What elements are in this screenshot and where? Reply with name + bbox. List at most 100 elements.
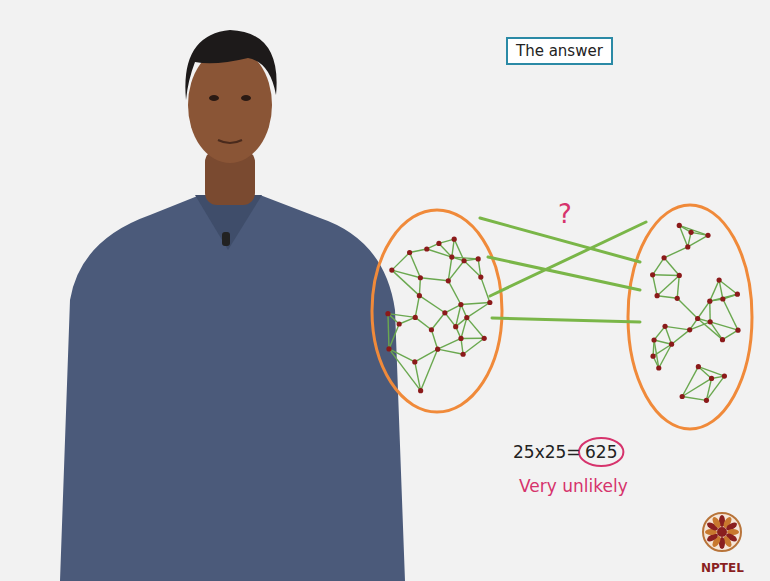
network-link	[431, 330, 437, 349]
network-node	[695, 316, 700, 321]
network-link	[415, 296, 419, 318]
network-link	[452, 239, 454, 257]
network-node	[677, 273, 682, 278]
result-number: 625	[585, 442, 617, 462]
network-node	[442, 310, 447, 315]
network-link	[664, 247, 688, 258]
highlight-circle	[579, 438, 623, 466]
network-link	[438, 349, 463, 354]
network-link	[664, 258, 679, 276]
network-link	[709, 301, 711, 322]
network-link	[456, 305, 461, 327]
network-node	[407, 250, 412, 255]
network-link	[723, 299, 738, 330]
network-node	[717, 277, 722, 282]
network-link	[657, 275, 679, 295]
network-link	[464, 261, 481, 277]
network-link	[467, 318, 484, 339]
network-link	[719, 280, 737, 294]
network-link	[698, 301, 710, 318]
eye	[209, 95, 219, 101]
network-node	[435, 347, 440, 352]
equation-text: 25x25=	[513, 442, 581, 462]
network-link	[682, 397, 706, 401]
network-node	[722, 374, 727, 379]
network-node	[662, 324, 667, 329]
network-node	[677, 223, 682, 228]
network-node	[452, 237, 457, 242]
network-node	[418, 275, 423, 280]
network-link	[722, 330, 738, 339]
answer-box: The answer	[506, 37, 613, 65]
cross-link	[492, 318, 640, 322]
nptel-emblem	[703, 513, 741, 551]
network-node	[720, 296, 725, 301]
network-link	[710, 280, 719, 301]
box-text: The answer	[516, 42, 603, 60]
network-link	[653, 275, 657, 296]
network-link	[461, 318, 467, 339]
network-node	[453, 324, 458, 329]
network-node	[661, 255, 666, 260]
eye	[241, 95, 251, 101]
network-node	[478, 275, 483, 280]
network-link	[419, 296, 445, 313]
network-node	[709, 376, 714, 381]
network-node	[476, 256, 481, 261]
network-link	[710, 294, 738, 301]
network-node	[720, 337, 725, 342]
network-link	[389, 349, 415, 362]
network-link	[439, 243, 452, 257]
face	[188, 47, 272, 163]
network-node	[704, 398, 709, 403]
network-link	[399, 317, 415, 324]
network-link	[653, 344, 672, 356]
network-node	[650, 354, 655, 359]
network-link	[388, 314, 389, 349]
network-node	[482, 336, 487, 341]
network-node	[446, 278, 451, 283]
network-node	[675, 296, 680, 301]
network-link	[698, 367, 724, 376]
network-link	[448, 281, 461, 305]
emblem-petal	[711, 516, 722, 529]
network-link	[410, 249, 427, 253]
network-link	[388, 314, 415, 318]
network-node	[708, 319, 713, 324]
network-link	[419, 278, 420, 296]
network-link	[421, 349, 438, 390]
presenter	[60, 30, 405, 581]
network-node	[650, 272, 655, 277]
network-link	[653, 274, 680, 276]
network-link	[415, 317, 431, 329]
network-link	[653, 258, 664, 275]
cluster-outline	[372, 210, 502, 412]
network-link	[665, 326, 690, 330]
network-node	[688, 230, 693, 235]
network-node	[687, 327, 692, 332]
network-node	[458, 336, 463, 341]
cluster-outline	[628, 205, 752, 429]
network-node	[458, 302, 463, 307]
network-node	[707, 299, 712, 304]
network-link	[461, 302, 490, 304]
network-link	[420, 278, 448, 281]
network-link	[679, 225, 708, 235]
mouth	[218, 140, 242, 143]
network-link	[463, 338, 484, 354]
network-link	[389, 324, 399, 349]
network-node	[680, 394, 685, 399]
network-node	[418, 388, 423, 393]
network-link	[677, 298, 697, 318]
network-node	[460, 352, 465, 357]
network-link	[654, 326, 665, 340]
network-link	[445, 313, 456, 327]
network-node	[412, 359, 417, 364]
network-node	[385, 311, 390, 316]
network-node	[461, 258, 466, 263]
network-link	[438, 338, 461, 349]
network-link	[481, 277, 490, 302]
network-link	[415, 349, 438, 362]
